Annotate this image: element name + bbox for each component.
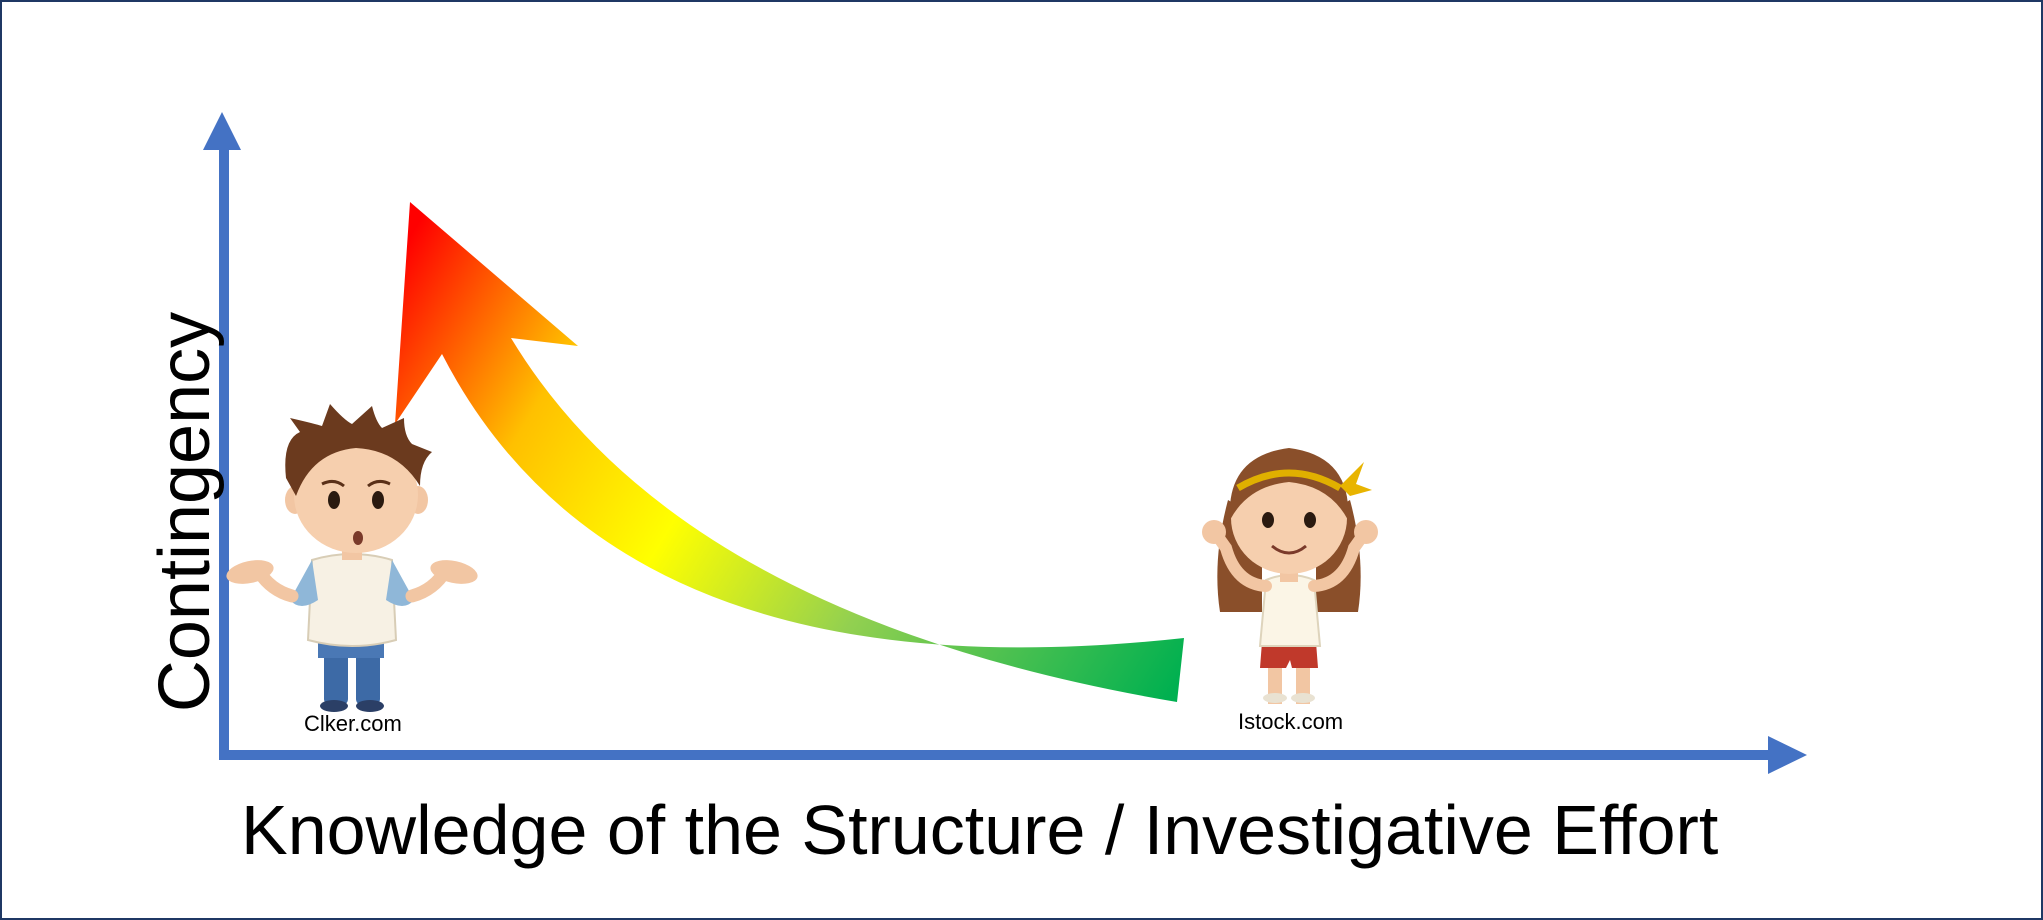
confused-boy-icon (226, 404, 478, 712)
right-image-credit: Istock.com (1238, 709, 1344, 734)
x-axis-label: Knowledge of the Structure / Investigati… (241, 791, 1719, 869)
y-axis-label: Contingency (145, 311, 225, 713)
left-image-credit: Clker.com (304, 711, 402, 736)
confident-girl-icon (1202, 448, 1378, 704)
contingency-curve-arrow (395, 202, 1184, 702)
y-axis-arrowhead (203, 112, 241, 150)
x-axis-arrowhead (1768, 736, 1807, 774)
axes (203, 112, 1807, 774)
